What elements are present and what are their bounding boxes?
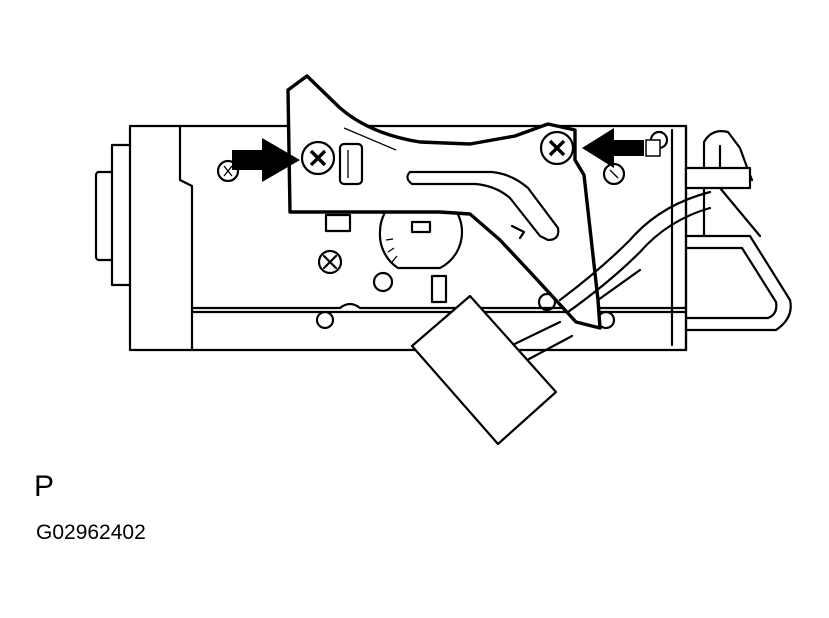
arrow-right-icon <box>582 128 661 168</box>
screw-right <box>539 130 575 166</box>
cover-plate <box>286 74 602 330</box>
wire-harness <box>496 190 712 368</box>
arrow-left-icon <box>232 138 300 182</box>
view-letter: P <box>34 470 55 503</box>
right-bracket <box>684 130 792 332</box>
connector <box>410 294 558 446</box>
figure-code: G02962402 <box>36 521 146 544</box>
screw-left <box>300 140 336 176</box>
left-knob <box>94 143 134 287</box>
